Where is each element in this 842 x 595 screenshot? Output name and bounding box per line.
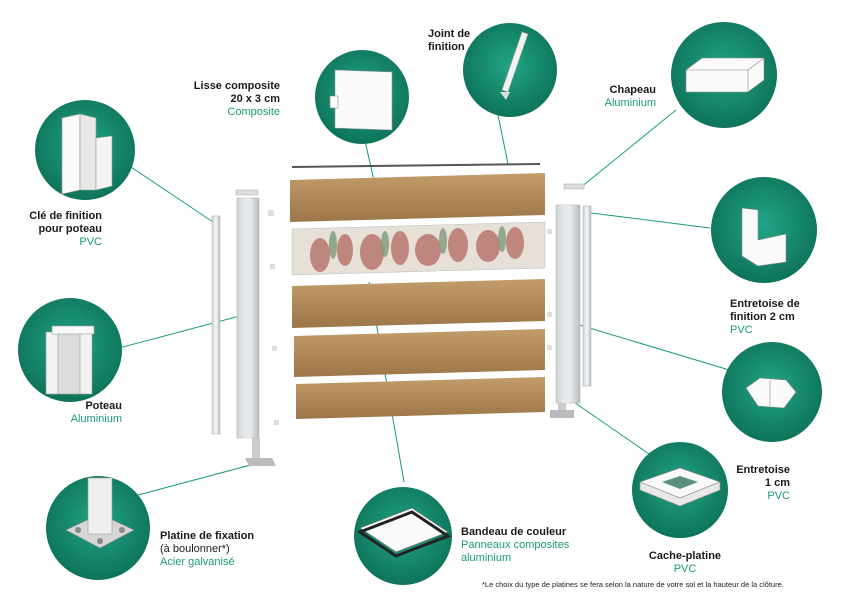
platine-note: (à boulonner*) — [160, 543, 230, 555]
board-4 — [294, 329, 545, 377]
callout-cle — [35, 100, 135, 200]
label-bandeau: Bandeau de couleur Panneaux composites a… — [461, 526, 611, 565]
callout-poteau — [18, 298, 122, 402]
label-joint: Joint de finition — [428, 28, 478, 54]
label-platine: Platine de fixation (à boulonner*) Acier… — [160, 530, 290, 569]
bandeau-panel — [291, 221, 546, 276]
callout-joint — [463, 23, 557, 117]
footnote: *Le choix du type de platines se fera se… — [482, 580, 784, 589]
callout-bandeau — [354, 487, 452, 585]
bandeau-material: Panneaux composites aluminium — [461, 539, 570, 564]
callout-lisse — [315, 50, 409, 144]
entretoise2-title: Entretoise de finition 2 cm — [730, 298, 800, 323]
entretoise1-title: Entretoise 1 cm — [736, 464, 790, 489]
composite-boards — [290, 173, 545, 419]
callout-cacheplatine — [632, 442, 728, 538]
lisse-size: 20 x 3 cm — [230, 93, 280, 105]
lisse-material: Composite — [227, 106, 280, 118]
callout-platine — [46, 476, 150, 580]
cacheplatine-title: Cache-platine — [648, 550, 722, 562]
label-lisse: Lisse composite 20 x 3 cm Composite — [186, 80, 280, 119]
label-cle: Clé de finition pour poteau PVC — [16, 210, 102, 249]
label-cacheplatine: Cache-platine PVC — [632, 550, 738, 576]
entretoise2-material: PVC — [730, 324, 753, 336]
chapeau-title: Chapeau — [609, 84, 656, 96]
lisse-title: Lisse composite — [193, 80, 280, 92]
left-post — [211, 189, 279, 466]
label-entretoise1: Entretoise 1 cm PVC — [736, 464, 790, 503]
poteau-material: Aluminium — [70, 413, 122, 425]
right-post — [547, 183, 592, 418]
joint-title: Joint de finition — [428, 28, 471, 53]
board-5 — [296, 377, 545, 419]
entretoise1-material: PVC — [767, 490, 790, 502]
label-entretoise2: Entretoise de finition 2 cm PVC — [730, 298, 806, 337]
cle-material: PVC — [79, 236, 102, 248]
board-1 — [290, 173, 545, 222]
label-chapeau: Chapeau Aluminium — [594, 84, 656, 110]
callout-entretoise2 — [711, 177, 817, 283]
platine-material: Acier galvanisé — [160, 556, 235, 568]
joint-strip — [291, 163, 541, 168]
cle-title: Clé de finition pour poteau — [29, 210, 102, 235]
cacheplatine-material: PVC — [673, 563, 697, 575]
board-3 — [292, 279, 545, 328]
poteau-title: Poteau — [85, 400, 122, 412]
chapeau-material: Aluminium — [604, 97, 656, 109]
bandeau-title: Bandeau de couleur — [461, 526, 567, 538]
callout-entretoise1 — [722, 342, 822, 442]
callout-chapeau — [671, 22, 777, 128]
label-poteau: Poteau Aluminium — [40, 400, 122, 426]
platine-title: Platine de fixation — [160, 530, 255, 542]
